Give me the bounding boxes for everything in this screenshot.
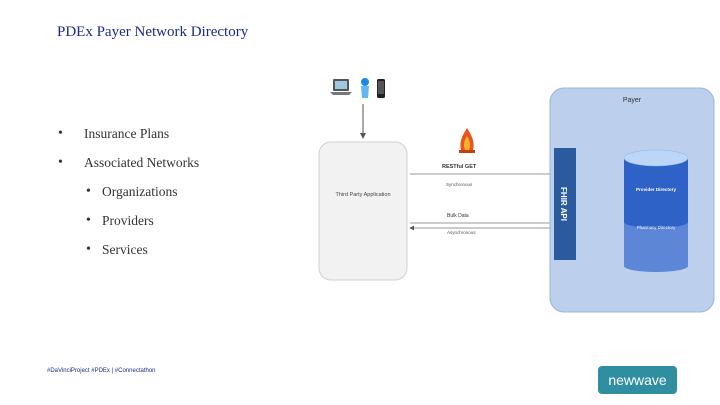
footer-hashtags: #DaVinciProject #PDEx | #Connectathon (47, 368, 156, 374)
devices-icon (330, 78, 385, 98)
bullet-dot: • (86, 213, 91, 228)
asynchronous-label: Asynchronous (447, 230, 476, 235)
rest-label: RESTful GET (442, 164, 477, 170)
synchronous-label: Synchronous (446, 182, 473, 187)
architecture-diagram-svg: Third Party Application RESTful GET Sync… (318, 78, 715, 313)
third-party-app-box (318, 141, 408, 281)
fhir-api-label: FHIR API (559, 187, 568, 221)
payer-label: Payer (623, 97, 642, 104)
slide-title: PDEx Payer Network Directory (57, 24, 249, 40)
fire-icon (459, 128, 475, 153)
bullet-dot: • (58, 155, 63, 170)
bullet-dot: • (86, 184, 91, 199)
third-party-app-label: Third Party Application (335, 192, 390, 198)
provider-directory-label: Provider Directory (636, 187, 677, 192)
newwave-logo: newwave (598, 366, 677, 394)
pharmacy-directory-label: Pharmacy Directory (637, 225, 676, 230)
bullet-dot: • (58, 126, 63, 141)
architecture-diagram: Third Party Application RESTful GET Sync… (318, 70, 718, 330)
fhir-api-bar (554, 148, 576, 260)
directory-database: Provider Directory Pharmacy Directory (623, 149, 689, 272)
bulk-data-label: Bulk Data (447, 213, 469, 219)
bullet-dot: • (86, 242, 91, 257)
